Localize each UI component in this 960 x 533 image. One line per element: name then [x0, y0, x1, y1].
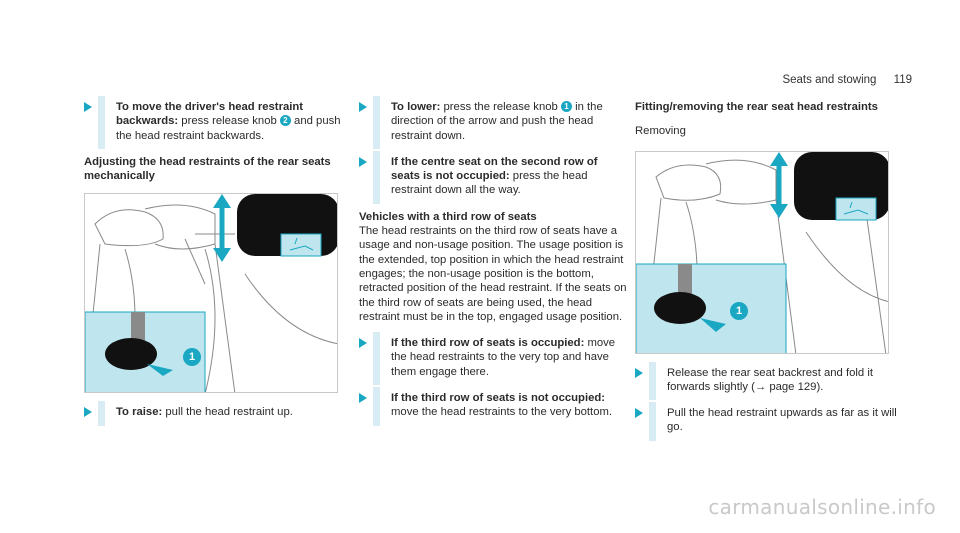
step-arrow-icon — [84, 102, 92, 112]
section-heading: Vehicles with a third row of seats — [359, 210, 537, 223]
page-header: Seats and stowing 119 — [782, 74, 912, 86]
step-text: move the head restraints to the very top… — [391, 337, 616, 378]
headrest-figure-2: 1 — [635, 150, 889, 354]
step-bar — [98, 401, 105, 426]
step-arrow-icon — [359, 338, 367, 349]
section-heading: Adjusting the head restraints of the rea… — [84, 155, 331, 183]
step-bar — [649, 361, 656, 401]
step-third-row-occupied: If the third row of seats is occupied: m… — [359, 332, 629, 386]
step-label: If the third row of seats is occupied: — [391, 337, 585, 350]
callout-number: 1 — [183, 348, 201, 367]
step-centre-seat: If the centre seat on the second row of … — [359, 150, 629, 204]
callout-number: 1 — [730, 301, 748, 320]
step-label: To lower: — [391, 101, 441, 113]
step-bar — [373, 387, 380, 426]
step-arrow-icon — [359, 102, 367, 112]
step-label: If the centre seat on the second row of … — [391, 155, 598, 183]
step-pull-upwards: Pull the head restraint upwards as far a… — [635, 402, 900, 441]
column-1: To move the driver's head restraint back… — [84, 96, 354, 432]
step-bar — [98, 96, 105, 149]
callout-number: 1 — [560, 101, 572, 112]
step-text: Release the rear seat backrest and fold … — [667, 366, 873, 393]
sub-heading: Removing — [635, 125, 686, 138]
step-arrow-icon — [635, 408, 643, 419]
step-text: pull the head restraint up. — [162, 406, 293, 419]
step-label: If the third row of seats is not occupie… — [391, 392, 606, 405]
step-release-backrest: Release the rear seat backrest and fold … — [635, 361, 900, 401]
step-text: move the head restraints to the very bot… — [391, 406, 613, 419]
step-text: press release knob — [178, 115, 280, 128]
step-label: To move the driver's head restraint back… — [116, 101, 304, 128]
section-title: Seats and stowing — [782, 74, 877, 86]
section-heading: Fitting/removing the rear seat head rest… — [635, 101, 878, 113]
step-raise: To raise: pull the head restraint up. — [84, 401, 354, 426]
body-paragraph: The head restraints on the third row of … — [359, 225, 627, 323]
step-arrow-icon — [359, 156, 367, 167]
step-bar — [373, 332, 380, 386]
watermark: carmanualsonline.info — [708, 495, 936, 519]
step-bar — [649, 402, 656, 441]
step-bar — [373, 150, 380, 204]
step-arrow-icon — [635, 367, 643, 378]
headrest-figure-1: 1 — [84, 193, 338, 394]
page-number: 119 — [893, 74, 912, 86]
step-text: in the direction of the arrow and push t… — [391, 101, 603, 142]
step-text: Pull the head restraint upwards as far a… — [667, 407, 897, 434]
step-lower: To lower: press the release knob 1 in th… — [359, 96, 629, 149]
step-text: press the head restraint down all the wa… — [391, 170, 588, 197]
step-text: press the release knob — [440, 101, 561, 113]
column-2: To lower: press the release knob 1 in th… — [359, 96, 629, 432]
step-move-backwards: To move the driver's head restraint back… — [84, 96, 354, 149]
step-label: To raise: — [116, 406, 163, 419]
step-bar — [373, 96, 380, 149]
step-arrow-icon — [359, 393, 367, 404]
step-third-row-not-occupied: If the third row of seats is not occupie… — [359, 387, 629, 426]
step-arrow-icon — [84, 407, 92, 418]
column-3: Fitting/removing the rear seat head rest… — [635, 100, 900, 447]
step-text: and push the head restraint backwards. — [116, 115, 341, 142]
callout-number: 2 — [279, 115, 291, 127]
